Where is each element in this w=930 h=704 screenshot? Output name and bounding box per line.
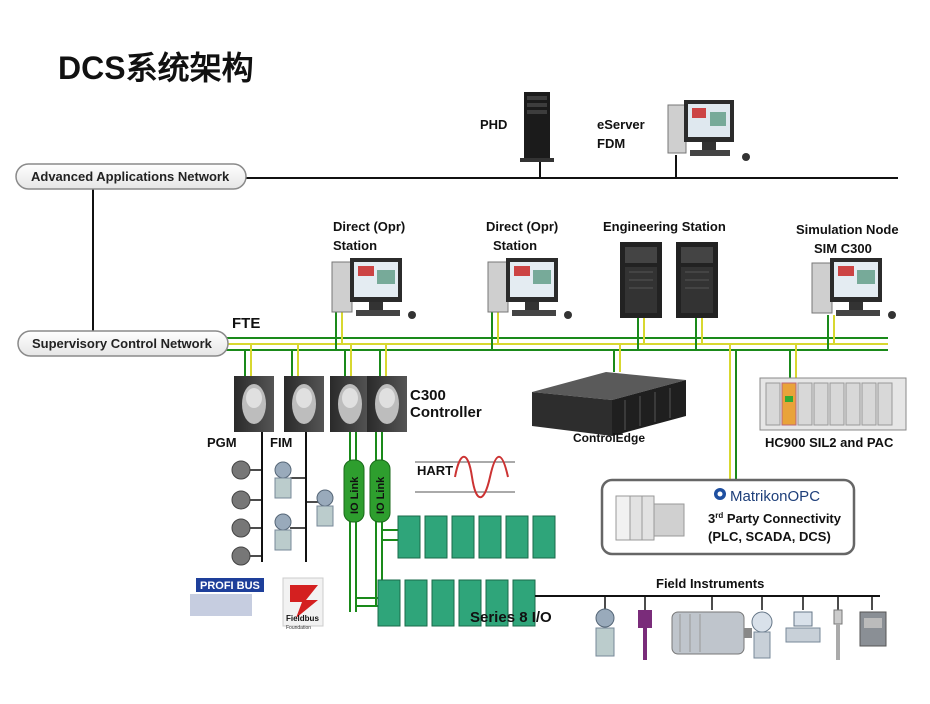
fim-transmitter-1-icon (274, 461, 292, 499)
temperature-probe-icon (638, 610, 652, 660)
fim-transmitter-3-icon (316, 489, 334, 527)
io-link-2-label: IO Link (375, 476, 387, 514)
hc900-rack-icon (759, 377, 907, 431)
supervisory-network-label: Supervisory Control Network (32, 336, 213, 351)
motor-icon (671, 611, 752, 655)
fieldbus-logo-text-2: Foundation (286, 625, 311, 631)
matrikon-logo-text: MatrikonOPC (730, 488, 820, 505)
matrikon-logo-icon (714, 488, 726, 500)
page-title: DCS系统架构 (58, 50, 254, 86)
advanced-network-label: Advanced Applications Network (31, 169, 230, 184)
field-instruments-bus (535, 595, 880, 610)
direct-station-2-workstation-icon (487, 258, 572, 319)
series8-label: Series 8 I/O (470, 609, 552, 626)
phd-server-icon (520, 92, 554, 162)
simulation-node-workstation-icon (811, 258, 896, 319)
profibus-logo-text: PROFI BUS (200, 580, 260, 592)
io-link-1-tag: IO Link (343, 459, 365, 523)
phd-label: PHD (480, 117, 507, 132)
analyzer-icon (859, 611, 887, 647)
simulation-node-label-1: Simulation Node (796, 222, 899, 237)
hart-label: HART (417, 463, 453, 478)
hart-waveform-icon (415, 455, 515, 499)
fieldbus-logo-text-1: Fieldbus (286, 614, 319, 623)
pgm-label: PGM (207, 435, 237, 450)
direct-station-2-label-2: Station (493, 238, 537, 253)
plc-rack-icon (615, 495, 685, 541)
level-sensor-icon (833, 609, 843, 660)
fim-module-icon (284, 376, 324, 432)
engineering-station-label: Engineering Station (603, 219, 726, 234)
fte-label: FTE (232, 315, 260, 332)
eserver-label-1: eServer (597, 117, 645, 132)
flow-transmitter-icon (751, 611, 773, 659)
hc900-label: HC900 SIL2 and PAC (765, 435, 894, 450)
c300-label-2: Controller (410, 404, 482, 421)
pgm-module-icon (234, 376, 274, 432)
fim-device-chain (290, 432, 318, 562)
profibus-logo: PROFI BUS (190, 578, 264, 616)
matrikon-line-2: (PLC, SCADA, DCS) (708, 529, 831, 544)
fim-label: FIM (270, 435, 292, 450)
fieldbus-foundation-logo: Fieldbus Foundation (282, 577, 324, 631)
controledge-label: ControlEdge (573, 431, 645, 445)
pressure-transmitter-icon (595, 608, 615, 657)
io-link-2-tag: IO Link (369, 459, 391, 523)
advanced-network-pill: Advanced Applications Network (15, 163, 247, 190)
simulation-node-label-2: SIM C300 (814, 241, 872, 256)
io-link-1-label: IO Link (349, 476, 361, 514)
supervisory-network-lines (225, 337, 888, 351)
engineering-tower-1-icon (620, 242, 662, 318)
series8-io-lower-row (377, 579, 536, 627)
advanced-network-line (92, 155, 898, 332)
direct-station-1-label-2: Station (333, 238, 377, 253)
series8-io-upper-row (397, 515, 556, 559)
controller-droppers (244, 344, 797, 480)
field-instruments-label: Field Instruments (656, 576, 764, 591)
c300-controller-2-icon (367, 376, 407, 432)
controledge-icon (532, 372, 686, 436)
matrikon-box: MatrikonOPC 3rd Party Connectivity (PLC,… (600, 478, 856, 556)
pgm-device-chain (231, 432, 263, 566)
direct-station-2-label-1: Direct (Opr) (486, 219, 558, 234)
direct-station-1-label-1: Direct (Opr) (333, 219, 405, 234)
station-droppers (335, 312, 835, 350)
engineering-tower-2-icon (676, 242, 718, 318)
supervisory-network-pill: Supervisory Control Network (17, 330, 229, 357)
c300-controller-1-icon (330, 376, 370, 432)
fim-transmitter-2-icon (274, 513, 292, 551)
eserver-label-2: FDM (597, 136, 625, 151)
flowmeter-icon (785, 611, 821, 643)
matrikon-line-1: 3rd Party Connectivity (708, 511, 842, 526)
eserver-workstation-icon (667, 100, 750, 161)
direct-station-1-workstation-icon (331, 258, 416, 319)
c300-label-1: C300 (410, 387, 446, 404)
